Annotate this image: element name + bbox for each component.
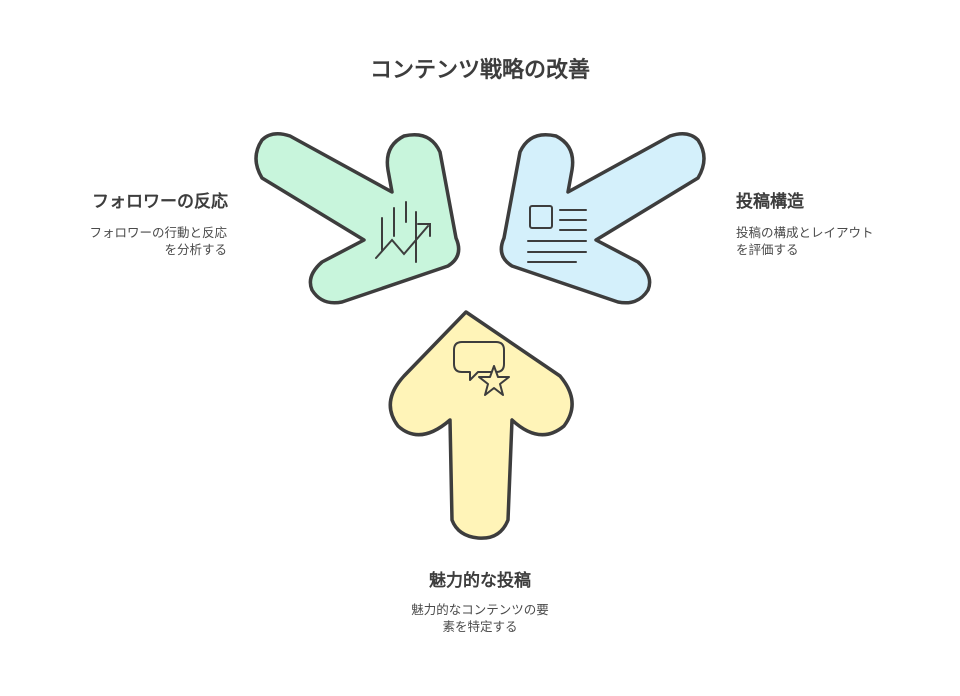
- engaging-posts-label: 魅力的な投稿: [429, 571, 531, 591]
- arrow-up-engaging-posts: [388, 310, 574, 540]
- arrow-post-structure: [499, 132, 706, 305]
- speech-star-icon: [453, 341, 510, 396]
- engaging-posts-description: 魅力的なコンテンツの要 素を特定する: [411, 602, 549, 634]
- post-structure-description: 投稿の構成とレイアウト を評価する: [736, 225, 874, 257]
- arrow-follower-reaction: [254, 132, 461, 305]
- document-icon: [527, 205, 587, 263]
- follower-reaction-description: フォロワーの行動と反応 を分析する: [89, 225, 227, 257]
- diagram-title: コンテンツ戦略の改善: [369, 58, 590, 83]
- post-structure-label: 投稿構造: [736, 192, 804, 212]
- follower-reaction-label: フォロワーの反応: [92, 192, 228, 212]
- chart-icon: [375, 201, 431, 263]
